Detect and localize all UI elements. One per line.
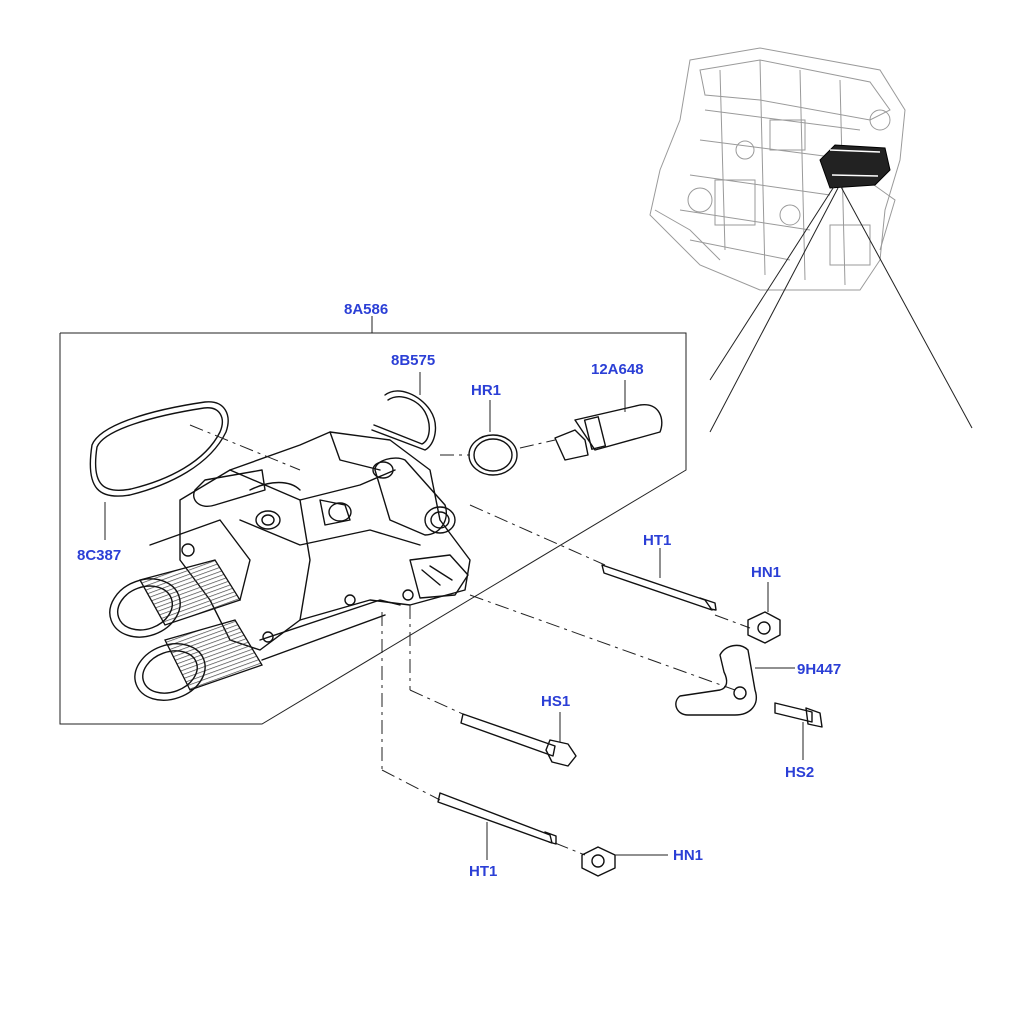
callout-gasket: 8C387 — [77, 547, 121, 564]
locator-leader-lines — [709, 184, 973, 433]
callout-assembly: 8A586 — [344, 301, 388, 318]
mounting-bracket — [675, 644, 795, 716]
callout-stud-upper: HT1 — [643, 532, 671, 549]
callout-clip: 8B575 — [391, 352, 435, 369]
callout-nut-lower: HN1 — [673, 847, 703, 864]
retaining-clip — [371, 372, 437, 451]
temperature-sensor — [554, 380, 663, 461]
callout-bolt-bracket: HS2 — [785, 764, 814, 781]
nut-upper — [747, 582, 781, 644]
bolt-bracket — [774, 702, 823, 760]
assembly-frame — [59, 316, 687, 725]
callout-o-ring: HR1 — [471, 382, 501, 399]
stud-upper — [601, 548, 717, 611]
callout-sensor: 12A648 — [591, 361, 644, 378]
callout-bracket: 9H447 — [797, 661, 841, 678]
nut-lower — [581, 846, 668, 877]
callout-bolt-lower: HS1 — [541, 693, 570, 710]
o-ring — [468, 400, 518, 476]
assembly-path-lines — [189, 424, 751, 856]
hose-connector-upper — [109, 519, 251, 638]
engine-locator-image — [649, 47, 906, 291]
bolt-lower — [460, 712, 577, 767]
gasket — [89, 401, 229, 540]
callout-stud-lower: HT1 — [469, 863, 497, 880]
hose-connector-lower — [134, 619, 263, 701]
stud-lower — [437, 792, 557, 860]
callout-nut-upper: HN1 — [751, 564, 781, 581]
